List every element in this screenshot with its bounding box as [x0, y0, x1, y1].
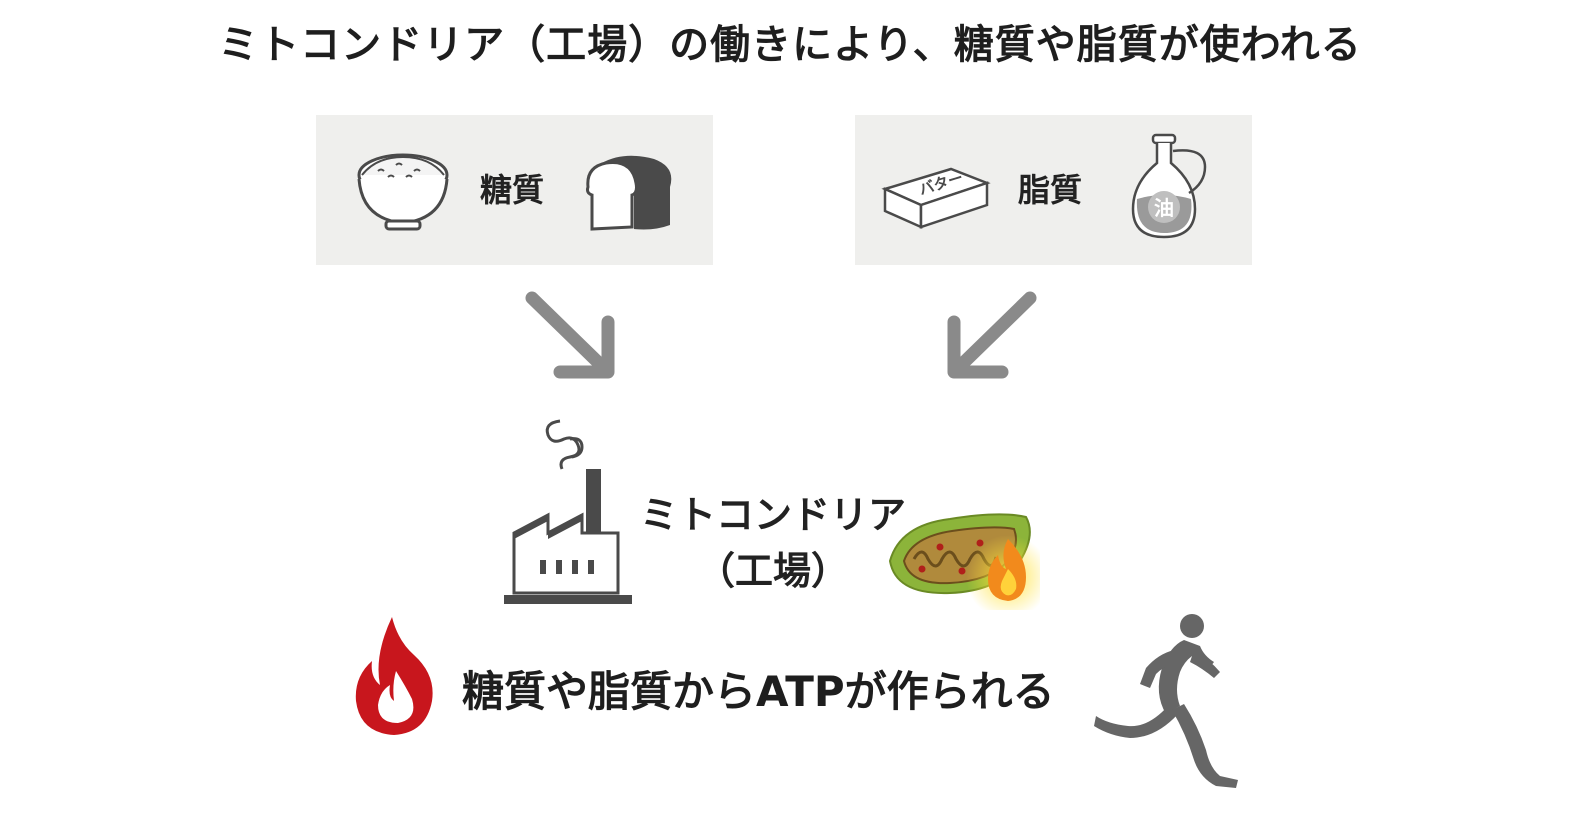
- butter-icon: バター: [881, 167, 991, 229]
- arrow-down-left-icon: [947, 291, 1037, 379]
- mitochondria-icon: [888, 513, 1040, 610]
- diagram-title: ミトコンドリア（工場）の働きにより、糖質や脂質が使われる: [218, 22, 1362, 68]
- factory-label-line1: ミトコンドリア: [639, 493, 906, 537]
- fats-label: 脂質: [1018, 171, 1083, 209]
- oil-label: 油: [1154, 196, 1174, 220]
- factory-icon: [504, 419, 632, 604]
- factory-label: ミトコンドリア （工場）: [628, 487, 918, 599]
- result-text: 糖質や脂質からATPが作られる: [462, 667, 1055, 716]
- factory-label-line2: （工場）: [696, 549, 849, 593]
- arrow-down-right-icon: [525, 291, 615, 379]
- oil-bottle-icon: 油: [1131, 133, 1207, 239]
- rice-bowl-icon: [357, 153, 449, 231]
- bread-icon: [586, 155, 672, 231]
- carbs-label: 糖質: [480, 171, 545, 209]
- flame-icon: [355, 617, 433, 735]
- carbs-panel: 糖質: [316, 115, 713, 265]
- fats-panel: バター 脂質 油: [855, 115, 1252, 265]
- runner-icon: [1094, 614, 1238, 788]
